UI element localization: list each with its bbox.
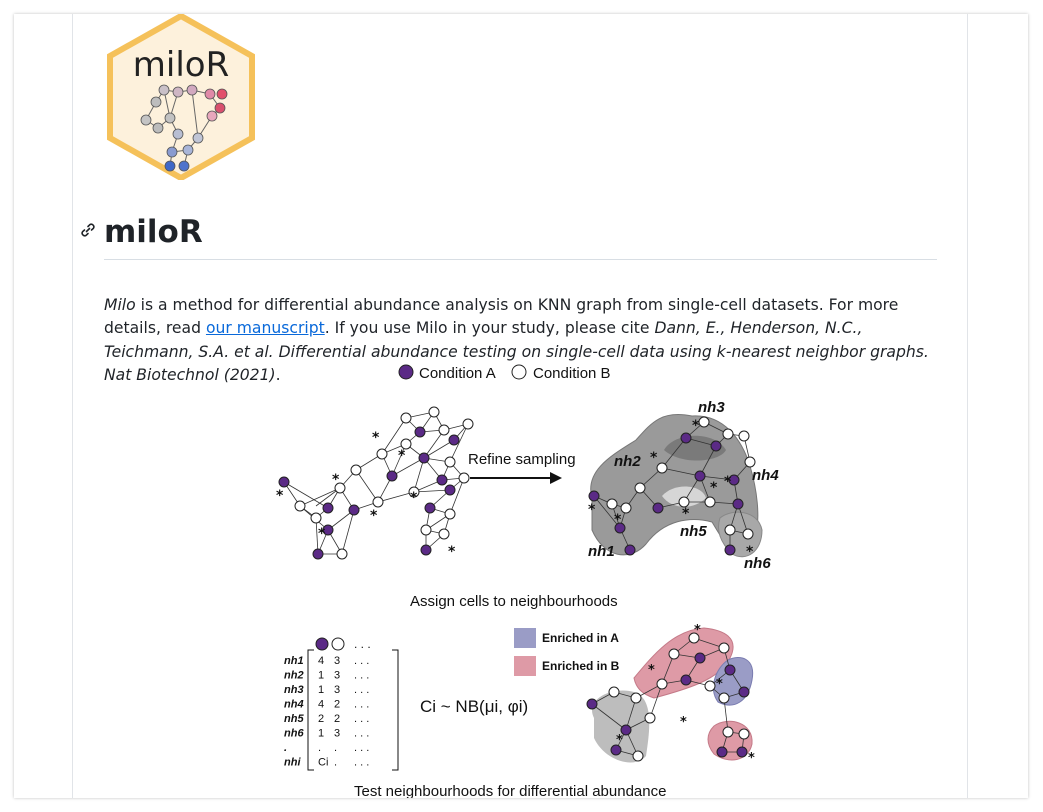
- milor-logo: miloR: [106, 14, 256, 180]
- nh6-label: nh6: [744, 555, 771, 572]
- matrix-cell-dots: . . .: [354, 728, 369, 740]
- enriched-b-label: Enriched in B: [542, 659, 620, 673]
- content-border-right: [967, 14, 968, 798]
- matrix-cell-dots: . . .: [354, 655, 369, 667]
- matrix-cell-b: 2: [334, 713, 340, 725]
- content-border-left: [72, 14, 73, 798]
- intro-text-2: . If you use Milo in your study, please …: [325, 319, 655, 337]
- svg-text:*: *: [398, 448, 406, 464]
- legend-condition-a: Condition A: [419, 365, 496, 382]
- nh2-label: nh2: [614, 453, 641, 470]
- legend-condition-b: Condition B: [533, 365, 611, 382]
- link-icon[interactable]: [80, 222, 96, 238]
- matrix-cell-b: 3: [334, 728, 340, 740]
- matrix-cell-a: 4: [318, 699, 324, 711]
- condition-a-dot: [399, 365, 413, 379]
- matrix-cell-b: 3: [334, 655, 340, 667]
- manuscript-link[interactable]: our manuscript: [206, 319, 325, 337]
- enriched-b-swatch: [514, 656, 536, 676]
- matrix-cell-dots: . . .: [354, 684, 369, 696]
- logo-text: miloR: [133, 45, 229, 85]
- matrix-cell-a: 1: [318, 670, 324, 682]
- matrix-row-label: nh4: [284, 699, 304, 711]
- matrix-cell-dots: . . .: [354, 699, 369, 711]
- matrix-cell-a: Ci: [318, 757, 328, 769]
- svg-text:*: *: [724, 474, 732, 490]
- svg-text:*: *: [616, 733, 623, 748]
- page-title: miloR: [104, 212, 203, 252]
- svg-text:*: *: [588, 502, 596, 518]
- condition-b-dot: [512, 365, 526, 379]
- matrix-row-label: nh3: [284, 684, 304, 696]
- nb-formula: Ci ~ NB(μi, φi): [420, 697, 528, 716]
- nh3-label: nh3: [698, 399, 725, 416]
- readme-container: miloR: [14, 14, 1028, 798]
- matrix-cell-a: 1: [318, 728, 324, 740]
- refine-arrow-head: [550, 472, 562, 484]
- svg-text:*: *: [318, 526, 326, 542]
- matrix-cell-a: 2: [318, 713, 324, 725]
- test-caption: Test neighbourhoods for differential abu…: [354, 783, 666, 798]
- svg-text:*: *: [710, 480, 718, 496]
- svg-text:*: *: [648, 663, 655, 678]
- matrix-cell-b: 3: [334, 670, 340, 682]
- matrix-row-label: .: [284, 742, 287, 754]
- matrix-row-label: nh5: [284, 713, 304, 725]
- knn-graph-right: *** *** ** nh1 nh2 nh3 nh4 nh5 nh6: [588, 399, 779, 572]
- matrix-cell-b: 2: [334, 699, 340, 711]
- milo-name: Milo: [104, 296, 136, 314]
- knn-graph-left: * * * * * * * *: [276, 407, 473, 560]
- enriched-a-swatch: [514, 628, 536, 648]
- matrix-cell-b: .: [334, 742, 337, 754]
- milo-schematic-figure: Condition A Condition B: [254, 358, 814, 798]
- svg-text:*: *: [372, 430, 380, 446]
- assign-caption: Assign cells to neighbourhoods: [410, 593, 618, 610]
- svg-text:*: *: [410, 490, 418, 506]
- svg-text:*: *: [694, 623, 701, 638]
- matrix-cell-b: .: [334, 757, 337, 769]
- enriched-a-label: Enriched in A: [542, 631, 619, 645]
- matrix-cell-a: 4: [318, 655, 324, 667]
- svg-text:*: *: [682, 506, 690, 522]
- matrix-cell-dots: . . .: [354, 757, 369, 769]
- svg-text:*: *: [332, 472, 340, 488]
- matrix-cell-b: 3: [334, 684, 340, 696]
- svg-text:*: *: [680, 715, 687, 730]
- svg-text:*: *: [614, 512, 622, 528]
- refine-sampling-label: Refine sampling: [468, 451, 576, 468]
- matrix-row-label: nh1: [284, 655, 304, 667]
- matrix-cell-a: .: [318, 742, 321, 754]
- matrix-cell-dots: . . .: [354, 713, 369, 725]
- svg-text:*: *: [692, 418, 700, 434]
- matrix-row-label: nh6: [284, 728, 304, 740]
- nh4-label: nh4: [752, 467, 779, 484]
- svg-text:*: *: [370, 508, 378, 524]
- matrix-row-label: nh2: [284, 670, 304, 682]
- svg-text:*: *: [748, 751, 755, 766]
- matrix-cell-dots: . . .: [354, 742, 369, 754]
- matrix-cell-dots: . . .: [354, 670, 369, 682]
- svg-text:*: *: [716, 677, 723, 692]
- nh1-label: nh1: [588, 543, 615, 560]
- matrix-cell-a: 1: [318, 684, 324, 696]
- svg-text:. . .: . . .: [354, 637, 371, 651]
- svg-text:*: *: [448, 544, 456, 560]
- matrix-row-label: nhi: [284, 757, 301, 769]
- heading-divider: [104, 259, 937, 260]
- svg-text:*: *: [276, 488, 284, 504]
- svg-text:*: *: [650, 450, 658, 466]
- nh5-label: nh5: [680, 523, 707, 540]
